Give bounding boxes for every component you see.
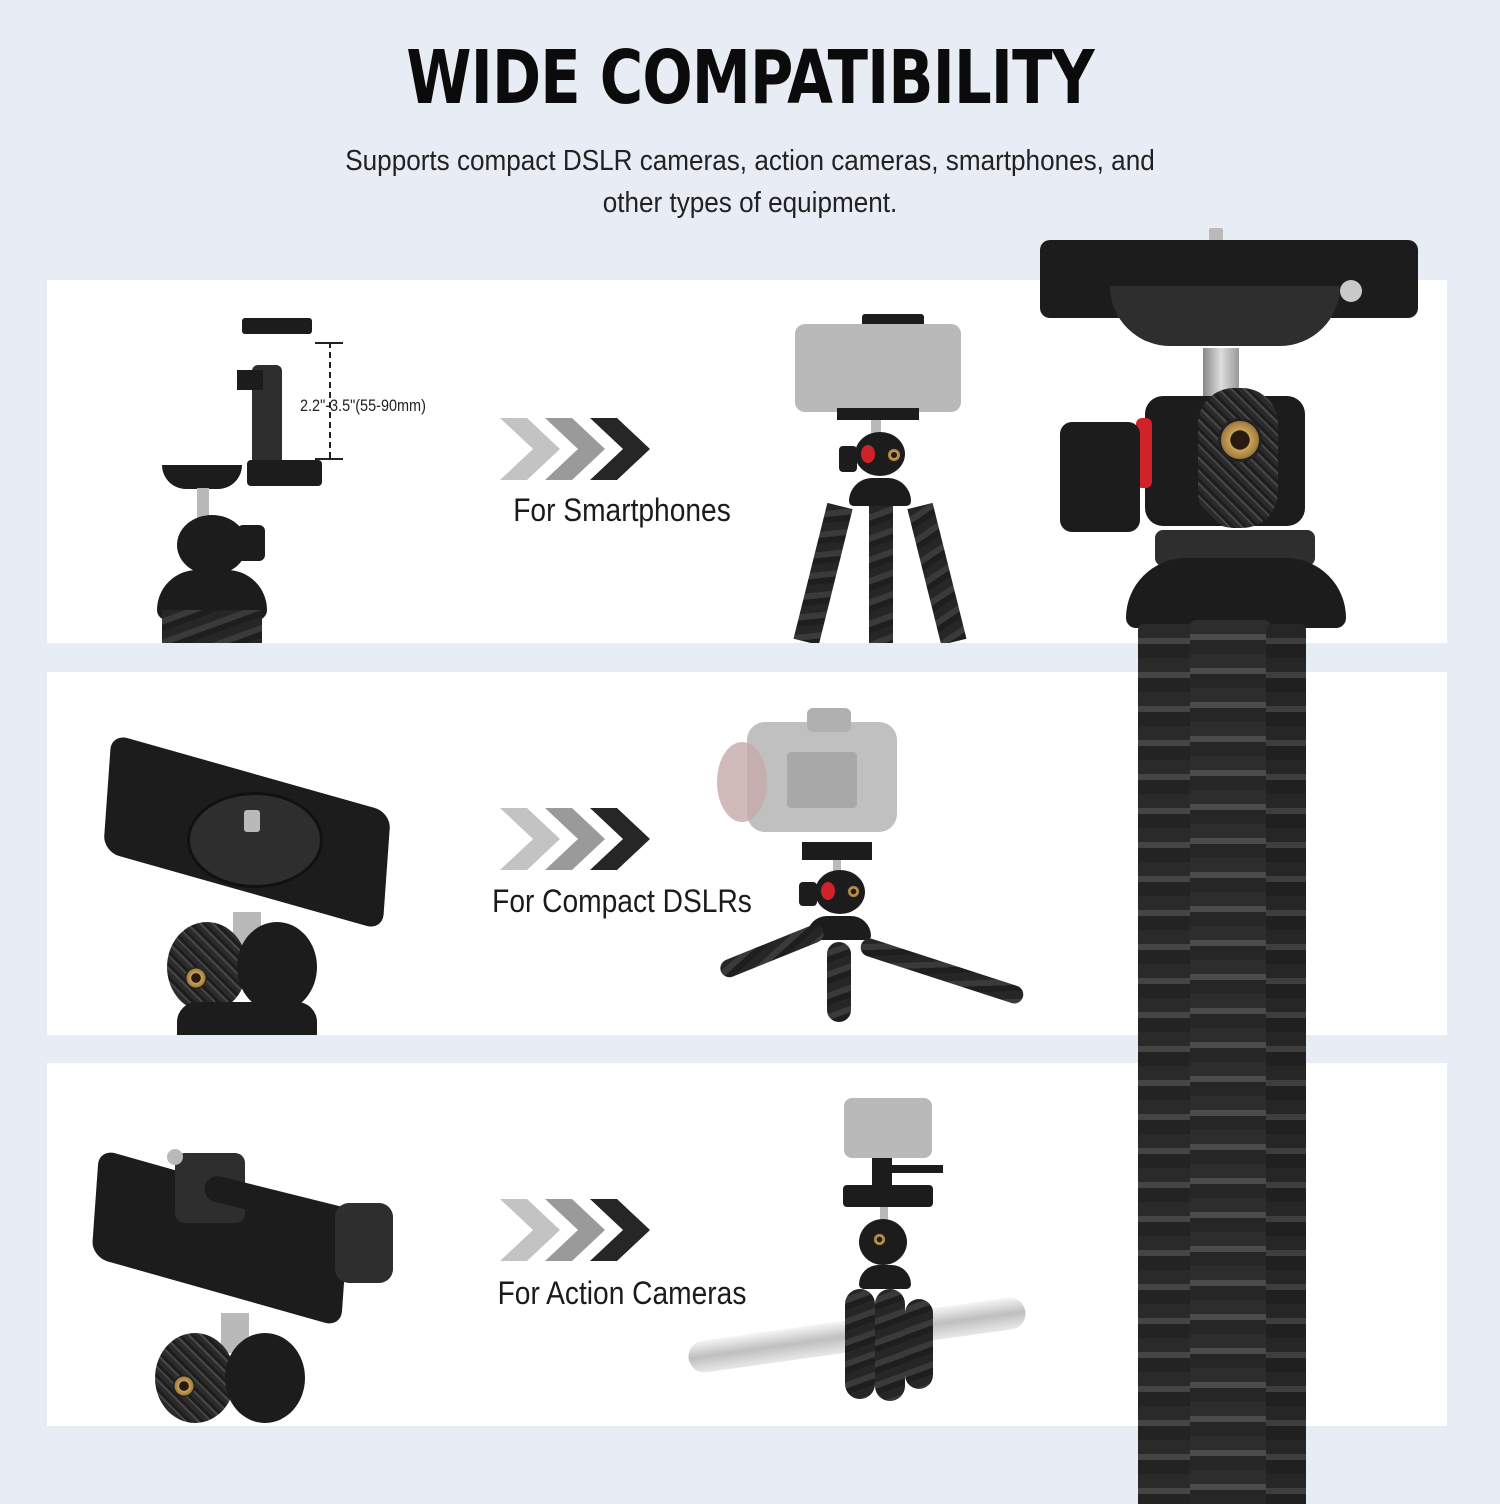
page-subtitle: Supports compact DSLR cameras, action ca… [345, 145, 1155, 219]
caption-compact-dslrs: For Compact DSLRs [492, 883, 752, 919]
tripod-wrapped-on-pole-with-action-camera-image [647, 1093, 1028, 1426]
quick-release-plate-image [103, 733, 397, 1035]
triple-chevron-right-icon [500, 808, 700, 870]
panel-smartphones: 2.2"-3.5"(55-90mm) For Smartphones [47, 280, 1447, 643]
caption-action-cameras: For Action Cameras [497, 1275, 747, 1311]
triple-chevron-right-icon [500, 1199, 700, 1261]
panel-action-cameras: For Action Cameras [47, 1063, 1447, 1426]
page-title: WIDE COMPATIBILITY [406, 35, 1094, 121]
phone-clamp-mount-image [157, 310, 327, 643]
panel-compact-dslrs: For Compact DSLRs [47, 672, 1447, 1035]
flexible-tripod-with-dslr-image [707, 702, 1027, 1035]
dimension-bottom-cap [315, 458, 343, 460]
triple-chevron-right-icon [500, 418, 700, 480]
caption-smartphones: For Smartphones [513, 492, 731, 528]
dimension-label: 2.2"-3.5"(55-90mm) [300, 396, 426, 415]
dimension-line [329, 342, 331, 458]
tripod-with-smartphone-image [787, 310, 977, 643]
action-camera-adapter-image [91, 1143, 415, 1426]
